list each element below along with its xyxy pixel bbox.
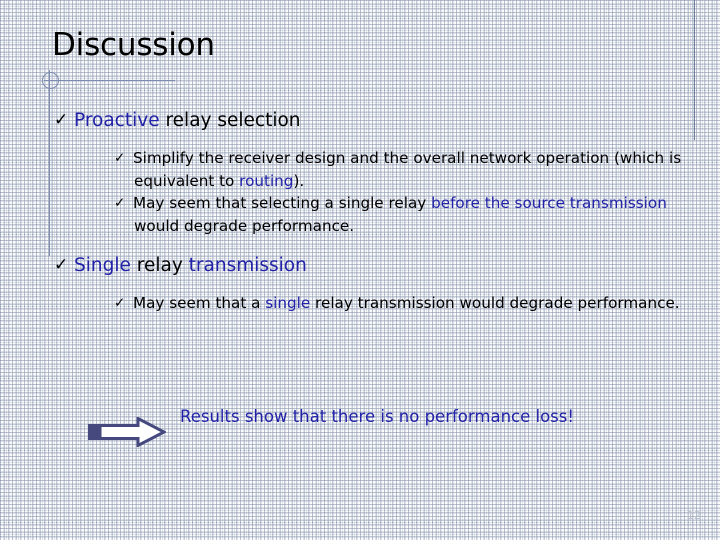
vertical-accent-line xyxy=(49,70,50,256)
bullet-run: transmission xyxy=(188,255,307,276)
checkmark-icon: ✓ xyxy=(54,255,69,275)
bullet-run: before the source transmission xyxy=(431,194,667,212)
page-number: 12 xyxy=(687,509,701,522)
bullet-run: relay xyxy=(130,255,189,276)
bullet-level2-simplify: ✓ Simplify the receiver design and the o… xyxy=(0,147,720,192)
bullet-run: May seem that a xyxy=(133,294,266,312)
bullet-run: routing xyxy=(239,171,294,190)
bullet-run: would degrade performance. xyxy=(134,216,355,235)
bullet-run: relay transmission would degrade perform… xyxy=(310,294,680,312)
checkmark-icon: ✓ xyxy=(114,295,126,311)
right-edge-accent-line xyxy=(694,0,695,140)
circle-ornament-icon xyxy=(42,72,59,89)
bullet-run: ). xyxy=(293,171,305,190)
slide-body: ✓ Proactive relay selection ✓ Simplify t… xyxy=(0,108,720,315)
bullet-run: May seem that selecting a single relay xyxy=(133,194,432,212)
conclusion-callout: Results show that there is no performanc… xyxy=(0,404,720,450)
bullet-run: Proactive xyxy=(74,110,160,131)
bullet-level1-proactive: ✓ Proactive relay selection xyxy=(0,108,720,134)
bullet-run: Simplify the receiver design and the ove… xyxy=(133,149,682,190)
bullet-level2-may-seem-selecting: ✓ May seem that selecting a single relay… xyxy=(0,192,720,237)
title-underline-rule xyxy=(44,80,175,81)
right-block-arrow-icon xyxy=(88,416,168,451)
checkmark-icon: ✓ xyxy=(54,110,69,130)
bullet-run: Single xyxy=(74,255,131,276)
checkmark-icon: ✓ xyxy=(114,195,126,211)
bullet-run: single xyxy=(265,294,311,312)
conclusion-text: Results show that there is no performanc… xyxy=(180,407,574,426)
bullet-run: relay selection xyxy=(159,110,301,131)
checkmark-icon: ✓ xyxy=(114,150,126,166)
page-title: Discussion xyxy=(52,27,215,63)
bullet-level1-single-relay: ✓ Single relay transmission xyxy=(0,253,720,279)
bullet-level2-may-seem-single: ✓ May seem that a single relay transmiss… xyxy=(0,292,720,315)
